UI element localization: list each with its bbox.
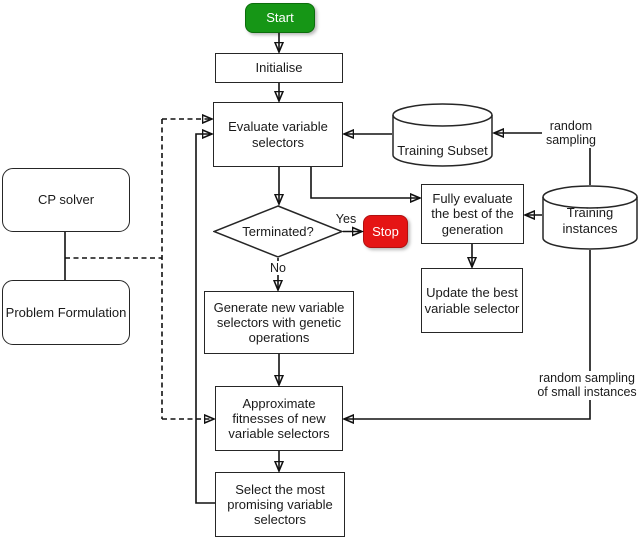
node-select-promising: Select the most promising variable selec… xyxy=(215,472,345,537)
cylinder-shape xyxy=(392,103,493,167)
node-fully-evaluate: Fully evaluate the best of the generatio… xyxy=(421,184,524,244)
node-select-promising-label: Select the most promising variable selec… xyxy=(227,481,333,528)
node-evaluate-variable-selectors: Evaluate variable selectors xyxy=(213,102,343,167)
edge-label-no: No xyxy=(266,261,290,276)
cylinder-shape xyxy=(542,185,638,250)
edge-label-yes: Yes xyxy=(333,212,359,227)
edge-label-random-sampling: random sampling xyxy=(542,119,600,148)
database-training-instances-label: Training instances xyxy=(562,205,618,236)
node-cp-solver-label: CP solver xyxy=(37,192,95,208)
node-update-best-label: Update the best variable selector xyxy=(424,285,520,316)
node-problem-formulation-label: Problem Formulation xyxy=(5,304,127,320)
node-initialise: Initialise xyxy=(215,53,343,83)
node-update-best: Update the best variable selector xyxy=(421,268,523,333)
database-training-subset: Training Subset xyxy=(392,103,493,167)
node-cp-solver: CP solver xyxy=(2,168,130,232)
node-generate-selectors: Generate new variable selectors with gen… xyxy=(204,291,354,354)
node-start: Start xyxy=(245,3,315,33)
node-approximate-fitnesses-label: Approximate fitnesses of new variable se… xyxy=(228,395,330,442)
edge-evaluate-fully-evaluate xyxy=(310,167,420,198)
decision-terminated-label: Terminated? xyxy=(242,223,314,239)
node-fully-evaluate-label: Fully evaluate the best of the generatio… xyxy=(431,191,514,237)
node-generate-selectors-label: Generate new variable selectors with gen… xyxy=(213,299,345,346)
node-initialise-label: Initialise xyxy=(255,60,303,76)
database-training-subset-label: Training Subset xyxy=(397,142,488,158)
database-training-instances: Training instances xyxy=(542,185,638,250)
decision-terminated: Terminated? xyxy=(213,205,343,258)
diamond-shape xyxy=(213,205,343,258)
node-approximate-fitnesses: Approximate fitnesses of new variable se… xyxy=(215,386,343,451)
node-stop: Stop xyxy=(363,215,408,248)
node-start-label: Start xyxy=(266,10,294,26)
node-problem-formulation: Problem Formulation xyxy=(2,280,130,345)
node-evaluate-label: Evaluate variable selectors xyxy=(228,119,328,150)
node-stop-label: Stop xyxy=(372,223,399,239)
edge-label-random-sampling-small: random sampling of small instances xyxy=(534,371,640,400)
